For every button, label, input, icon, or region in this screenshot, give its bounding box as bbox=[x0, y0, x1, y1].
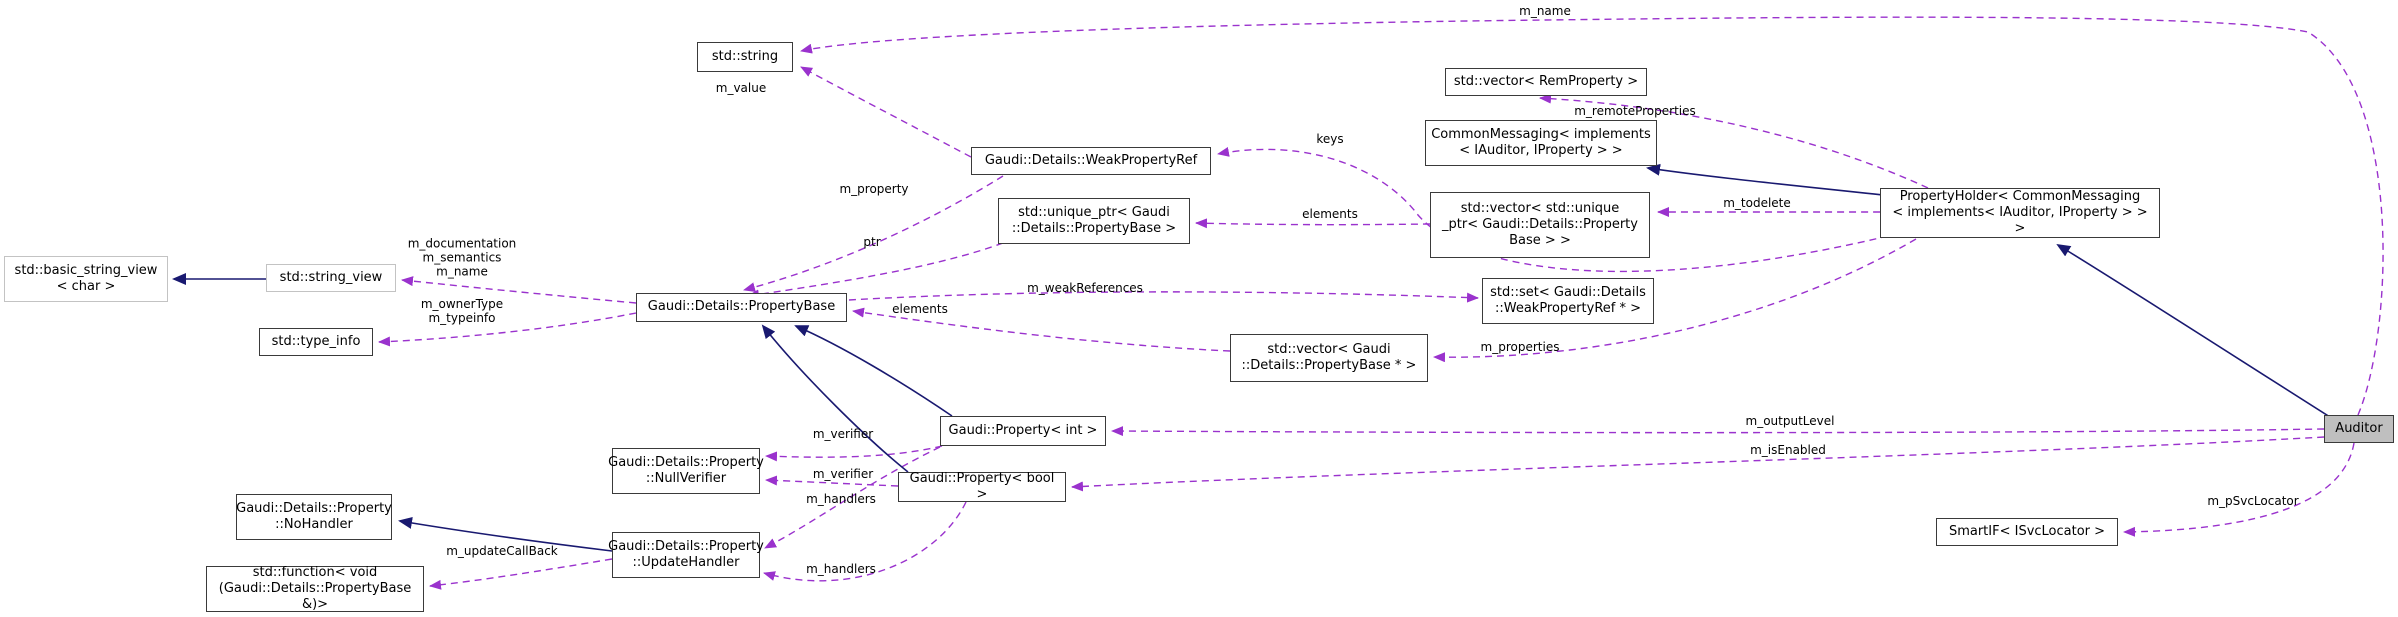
node-property-base[interactable]: Gaudi::Details::PropertyBase bbox=[636, 293, 847, 322]
edge-m-handlers-int bbox=[764, 446, 941, 549]
edge-m-weakreferences bbox=[848, 291, 1479, 303]
edge-m-verifier-int bbox=[765, 445, 943, 462]
edge-m-ownertype bbox=[378, 312, 637, 347]
edge-property-bool-inherit bbox=[761, 324, 909, 473]
edge-m-verifier-bool bbox=[765, 475, 899, 487]
node-vector-remproperty[interactable]: std::vector< RemProperty > bbox=[1445, 68, 1647, 96]
edge-m-value bbox=[800, 66, 972, 158]
edge-m-documentation bbox=[401, 276, 637, 304]
edge-elements-lower bbox=[852, 307, 1231, 352]
node-common-messaging[interactable]: CommonMessaging< implements < IAuditor, … bbox=[1425, 120, 1657, 166]
edge-m-outputlevel bbox=[1111, 426, 2325, 437]
node-null-verifier[interactable]: Gaudi::Details::Property ::NullVerifier bbox=[608, 448, 764, 494]
edge-propertyholder-inherit bbox=[1646, 163, 1893, 197]
edge-elements-upper bbox=[1195, 218, 1431, 229]
node-auditor[interactable]: Auditor bbox=[2324, 415, 2394, 443]
node-property-int[interactable]: Gaudi::Property< int > bbox=[940, 416, 1106, 446]
edge-property-int-inherit bbox=[794, 325, 953, 417]
node-property-bool[interactable]: Gaudi::Property< bool > bbox=[898, 471, 1066, 502]
node-string-view[interactable]: std::string_view bbox=[266, 264, 396, 292]
node-type-info[interactable]: std::type_info bbox=[259, 328, 373, 356]
node-no-handler[interactable]: Gaudi::Details::Property ::NoHandler bbox=[236, 494, 392, 540]
node-vector-propertybase-ptr[interactable]: std::vector< Gaudi ::Details::PropertyBa… bbox=[1230, 334, 1428, 382]
node-std-function[interactable]: std::function< void (Gaudi::Details::Pro… bbox=[206, 565, 424, 612]
node-std-string[interactable]: std::string bbox=[697, 42, 793, 72]
node-vector-unique-ptr[interactable]: std::vector< std::unique _ptr< Gaudi::De… bbox=[1430, 192, 1650, 258]
node-smart-if[interactable]: SmartIF< ISvcLocator > bbox=[1936, 518, 2118, 546]
edge-m-handlers-bool bbox=[763, 501, 967, 582]
edge-m-psvclocator bbox=[2123, 442, 2355, 537]
node-basic-string-view[interactable]: std::basic_string_view < char > bbox=[4, 256, 168, 302]
node-unique-ptr-propertybase[interactable]: std::unique_ptr< Gaudi ::Details::Proper… bbox=[998, 198, 1190, 244]
node-property-holder[interactable]: PropertyHolder< CommonMessaging < implem… bbox=[1880, 188, 2160, 238]
edge-auditor-inherit bbox=[2056, 243, 2331, 418]
edge-m-remoteproperties bbox=[1539, 93, 1929, 189]
edge-m-properties bbox=[1433, 238, 1917, 363]
edge-updatehandler-inherit bbox=[398, 517, 613, 552]
edge-m-property bbox=[743, 175, 1004, 293]
edge-ptr bbox=[747, 242, 1004, 300]
edge-m-isenabled bbox=[1071, 436, 2325, 492]
edge-m-name bbox=[800, 16, 2384, 416]
node-update-handler[interactable]: Gaudi::Details::Property ::UpdateHandler bbox=[608, 532, 764, 578]
edge-m-updatecallback bbox=[429, 558, 613, 590]
node-weak-property-ref[interactable]: Gaudi::Details::WeakPropertyRef bbox=[971, 147, 1211, 175]
node-std-set-weakpropertyref[interactable]: std::set< Gaudi::Details ::WeakPropertyR… bbox=[1482, 278, 1654, 324]
